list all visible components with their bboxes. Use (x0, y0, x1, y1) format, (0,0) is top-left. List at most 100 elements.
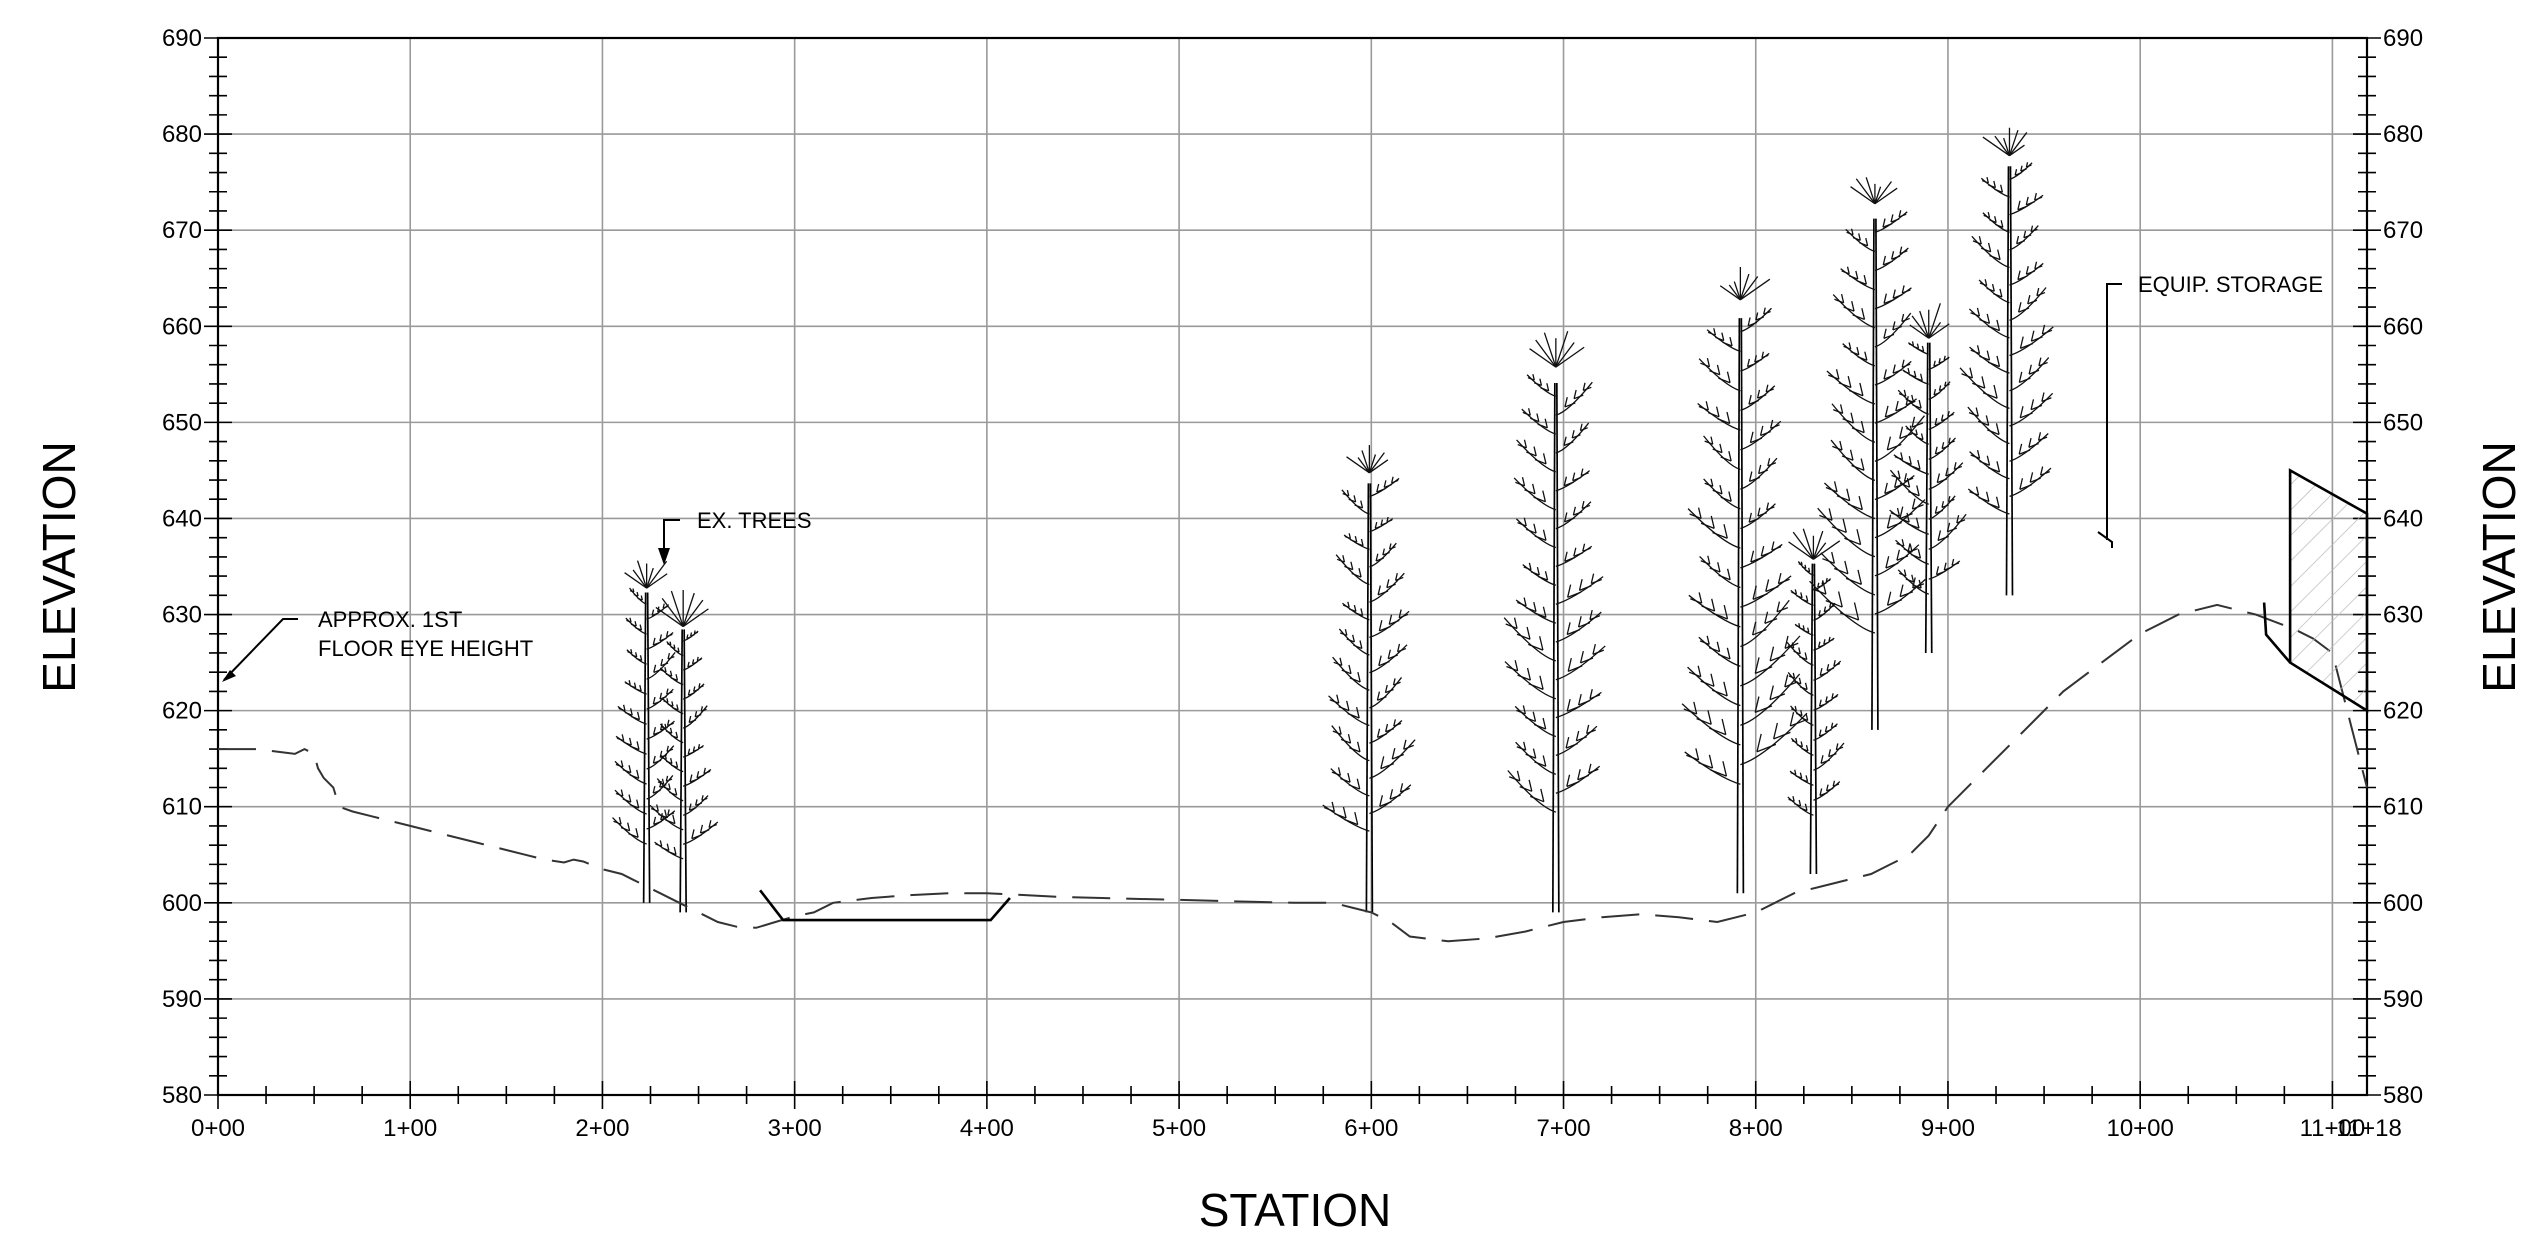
tree-twig (1800, 741, 1804, 747)
tree-twig (1349, 677, 1361, 683)
tree-twig (1804, 564, 1807, 569)
tree-twig (1975, 407, 1979, 417)
tree-twig (653, 759, 662, 764)
tree-twig (1528, 408, 1531, 416)
tree-twig (1799, 656, 1808, 661)
tree-twig (1856, 529, 1862, 545)
tree-twig (666, 633, 673, 638)
tree-twig (1920, 433, 1924, 440)
tree-crown-twig (1346, 456, 1370, 474)
tree-twig (2029, 472, 2034, 483)
tree-crown-twig (1850, 186, 1876, 205)
tree-crown-twig (1909, 324, 1930, 339)
tree-twig (1706, 635, 1710, 645)
tree-twig (1939, 387, 1946, 392)
tree-twig (1800, 561, 1803, 566)
tree-twig (1516, 709, 1526, 715)
tree-crown-twig (1928, 322, 1942, 339)
tree-trunk (1809, 563, 1814, 874)
tree-twig (1969, 367, 1974, 379)
tree-twig (1817, 584, 1823, 589)
tree-twig (1564, 551, 1568, 562)
tree-twig (1528, 779, 1533, 792)
tree-twig (669, 670, 673, 677)
x-tick-label: 11+00 (2300, 1115, 2366, 1142)
tree-twig (693, 630, 696, 634)
tree-twig (1389, 789, 1394, 800)
tree-twig (1976, 307, 1981, 317)
tree-twig (691, 834, 702, 840)
tree-branch (2009, 392, 2054, 427)
storage-building-footing (2262, 602, 2292, 664)
tree-twig (1906, 427, 1912, 432)
tree-crown-twig (1739, 273, 1750, 301)
tree-twig (1899, 426, 1904, 439)
tree-twig (670, 677, 678, 681)
tree-twig (636, 591, 639, 597)
tree-branch (1823, 482, 1876, 520)
tree-twig (1825, 486, 1838, 493)
tree-twig (2017, 275, 2028, 281)
tree-trunk (1871, 218, 1875, 730)
tree-twig (667, 722, 674, 727)
tree-twig (625, 682, 631, 686)
tree-twig (1836, 495, 1850, 502)
tree-branch (646, 688, 674, 710)
tree-twig (1715, 336, 1724, 342)
tree-twig (665, 819, 676, 825)
tree-twig (1941, 501, 1945, 508)
tree-twig (2030, 404, 2043, 411)
tree-twig (1540, 387, 1549, 392)
tree-branch (1699, 556, 1741, 589)
tree-twig (1378, 620, 1383, 632)
axis-ticks (204, 37, 2381, 1109)
tree-twig (1567, 657, 1572, 672)
tree-twig (1798, 799, 1802, 807)
tree-twig (2020, 342, 2034, 349)
tree-twig (1933, 360, 1936, 367)
tree-twig (1383, 483, 1392, 489)
tree-twig (1798, 623, 1801, 628)
tree-twig (1388, 614, 1393, 625)
tree-twig (621, 734, 625, 741)
tree-twig (1706, 357, 1711, 367)
tree-twig (1722, 761, 1728, 777)
tree-twig (1719, 484, 1723, 495)
tree-twig (1794, 589, 1798, 595)
tree-twig (1807, 627, 1810, 633)
tree-twig (1771, 546, 1782, 551)
tree-twig (1799, 772, 1803, 779)
tree-branch (1740, 599, 1790, 648)
tree-twig (1846, 266, 1850, 274)
tree-twig (1394, 573, 1398, 581)
tree-twig (1987, 429, 2000, 436)
tree-twig (1844, 537, 1861, 546)
tree-twig (1386, 516, 1389, 523)
tree-twig (1717, 418, 1730, 425)
tree-twig (1828, 374, 1840, 380)
tree-twig (687, 664, 694, 668)
tree-branch (1504, 661, 1557, 700)
tree-twig (1354, 612, 1363, 617)
tree-twig (1386, 519, 1393, 523)
tree-twig (1563, 476, 1568, 486)
tree-branch (1555, 691, 1602, 719)
tree-twig (1392, 753, 1405, 760)
tree-twig (1586, 729, 1596, 735)
tree-twig (651, 609, 655, 616)
tree-twig (1386, 579, 1390, 588)
tree-twig (1832, 409, 1843, 414)
tree-twig (636, 741, 640, 750)
tree-twig (1987, 211, 1991, 218)
storage-leader (2106, 283, 2122, 540)
tree-twig (687, 748, 691, 755)
x-axis-title: STATION (1199, 1184, 1392, 1236)
tree-twig (1847, 375, 1852, 388)
tree-twig (1979, 318, 1990, 325)
tree-twig (1805, 714, 1809, 721)
tree-twig (2027, 299, 2038, 305)
tree-twig (2019, 484, 2032, 490)
tree-twig (1546, 383, 1550, 392)
tree-twig (1515, 481, 1525, 487)
tree-twig (2036, 287, 2040, 296)
